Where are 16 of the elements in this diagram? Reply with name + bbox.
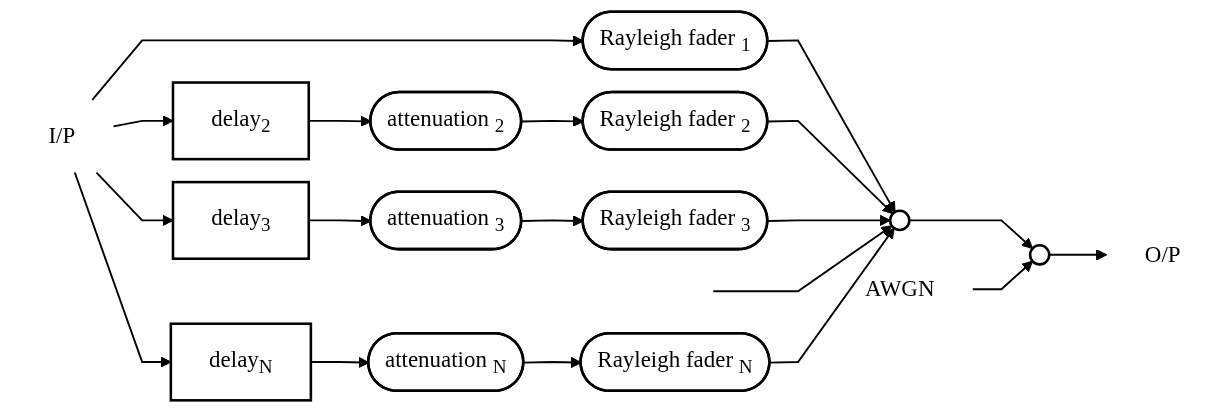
arrow	[971, 260, 1034, 291]
arrow	[1048, 249, 1108, 261]
arrow	[73, 171, 172, 368]
node-text: I/P	[48, 122, 76, 149]
node-box: delay$_{2}$	[171, 81, 310, 161]
arrow	[712, 225, 893, 293]
arrow	[91, 35, 584, 101]
node-text: AWGN	[864, 275, 935, 302]
node-circle	[1028, 244, 1051, 266]
arrow	[908, 219, 1034, 249]
node-box: delay$_{N}$	[169, 322, 313, 402]
node-circle	[888, 209, 911, 232]
arrow	[769, 227, 895, 364]
node-box: delay$_{3}$	[171, 180, 310, 260]
arrow	[520, 215, 584, 227]
node-text: O/P	[1144, 241, 1181, 267]
